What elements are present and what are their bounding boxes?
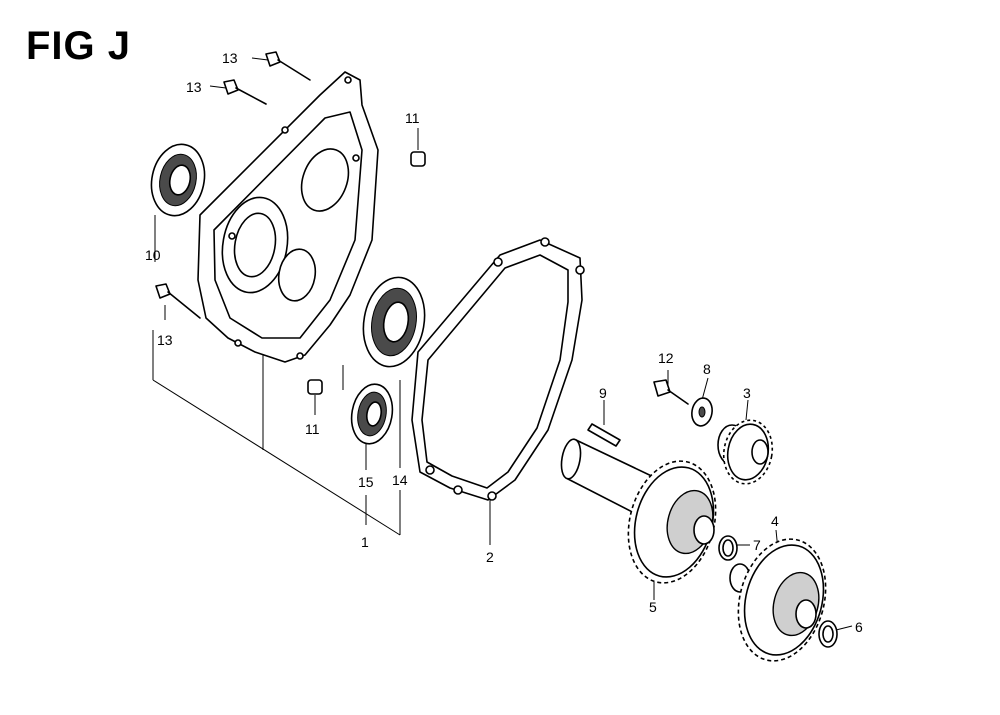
callout-1: 1: [361, 534, 369, 550]
callout-6: 6: [855, 619, 863, 635]
callout-8: 8: [703, 361, 711, 377]
callout-15: 15: [358, 474, 374, 490]
pinion-gear-part: [717, 419, 774, 485]
callout-3: 3: [743, 385, 751, 401]
callout-11: 11: [305, 421, 320, 437]
washer-part: [691, 397, 713, 427]
callout-9: 9: [599, 385, 607, 401]
callout-13: 13: [157, 332, 173, 348]
figure-title: FIG J: [26, 24, 132, 68]
gasket-part: [411, 237, 585, 501]
driven-gear-part: [729, 538, 827, 662]
retaining-ring-part: [818, 620, 838, 648]
key-part: [587, 423, 621, 447]
callout-13: 13: [186, 79, 202, 95]
callout-12: 12: [658, 350, 674, 366]
callout-14: 14: [392, 472, 408, 488]
small-bearing-part: [350, 383, 394, 445]
circlip-part: [718, 535, 738, 561]
callout-labels: 13 13 11 10 13 11 15 14 1 2 12 8 3 9 5 7…: [145, 50, 863, 635]
ball-bearing-part: [362, 276, 426, 368]
oil-seal-part: [150, 143, 206, 217]
leader-lines: [152, 57, 853, 631]
callout-10: 10: [145, 247, 161, 263]
gear-shaft-part: [560, 438, 717, 584]
callout-2: 2: [486, 549, 494, 565]
callout-11: 11: [405, 110, 420, 126]
dowel-pin-part: [307, 151, 426, 395]
callout-7: 7: [753, 537, 761, 553]
callout-5: 5: [649, 599, 657, 615]
callout-4: 4: [771, 513, 779, 529]
flange-bolt-part: [653, 379, 689, 405]
case-cover-part: [197, 71, 379, 363]
bolt-part: [155, 51, 311, 319]
callout-13: 13: [222, 50, 238, 66]
